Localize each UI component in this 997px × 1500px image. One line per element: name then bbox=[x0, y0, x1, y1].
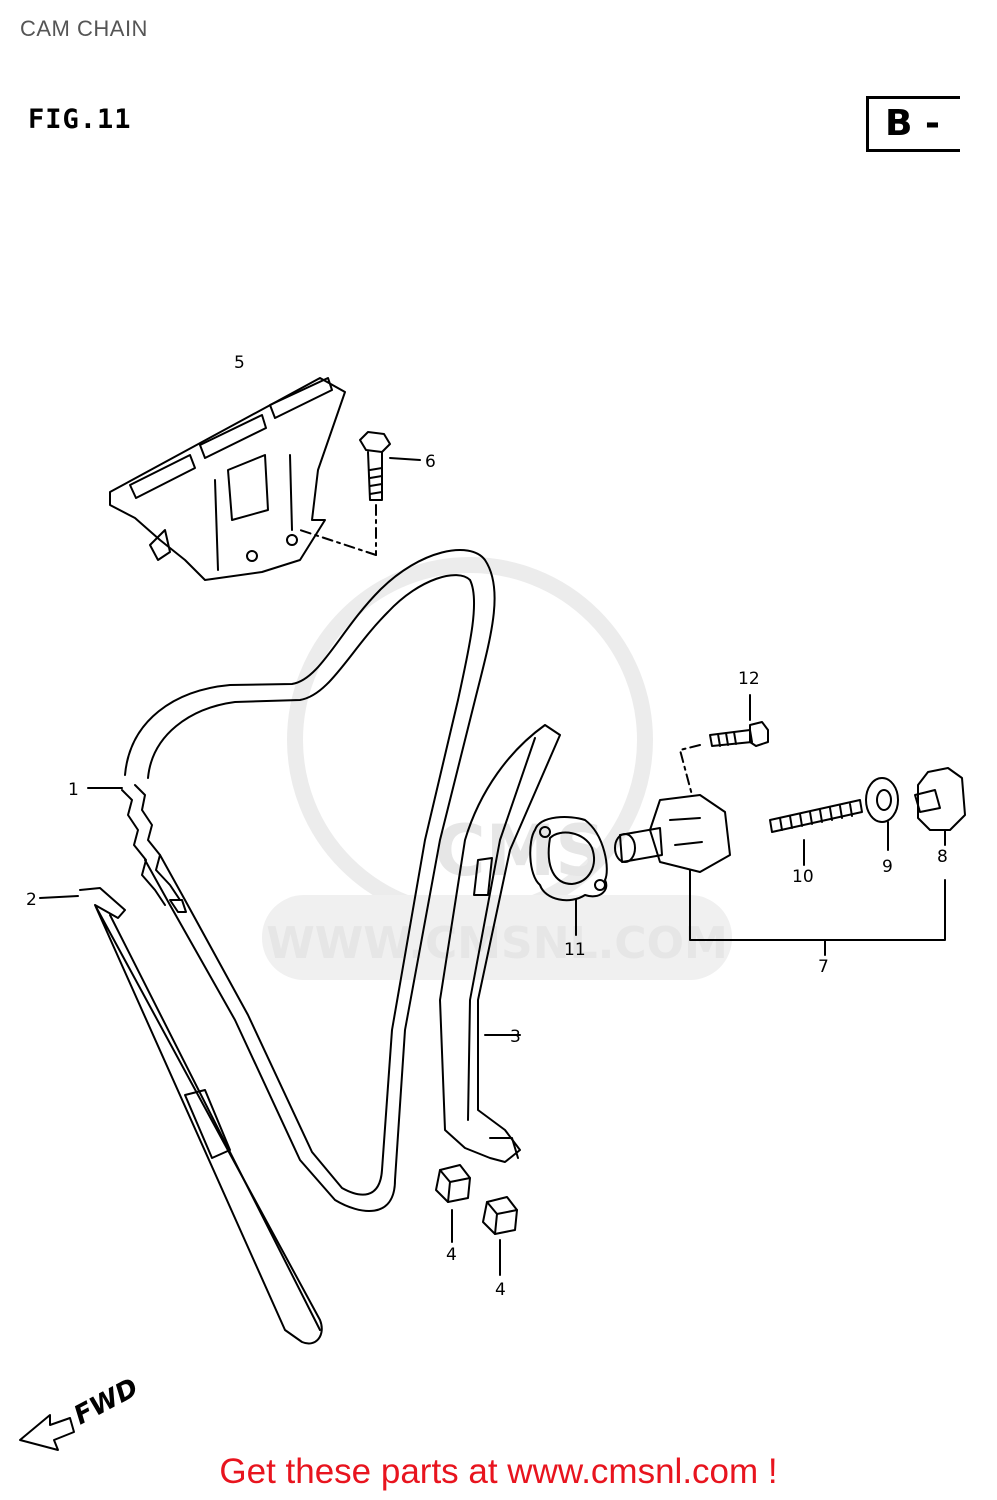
part-12-bolt bbox=[679, 694, 769, 796]
part-4-dampers bbox=[435, 1164, 518, 1276]
promo-link-text[interactable]: Get these parts at www.cmsnl.com ! bbox=[219, 1452, 778, 1491]
callout-1: 1 bbox=[68, 780, 79, 800]
part-3-tensioner-guide bbox=[439, 724, 561, 1163]
callout-3: 3 bbox=[510, 1027, 521, 1047]
watermark-url: WWW.CMSNL.COM bbox=[266, 918, 728, 969]
section-code-box: B - bbox=[866, 96, 997, 152]
fwd-label: FWD bbox=[69, 1373, 143, 1431]
page-title: CAM CHAIN bbox=[20, 16, 148, 41]
callout-11: 11 bbox=[564, 940, 586, 960]
watermark: WWW.CMSNL.COM CMS bbox=[262, 557, 732, 980]
callout-8: 8 bbox=[937, 847, 948, 867]
part-2-chain-guide-front bbox=[39, 887, 323, 1345]
callout-5: 5 bbox=[234, 353, 245, 373]
callout-2: 2 bbox=[26, 890, 37, 910]
page-edge-mask bbox=[960, 90, 997, 160]
callouts: 1 2 3 4 4 5 6 7 8 9 10 11 12 bbox=[26, 353, 948, 1300]
figure-label: FIG.11 bbox=[28, 104, 132, 135]
callout-7: 7 bbox=[818, 957, 829, 977]
part-10-spring bbox=[769, 799, 863, 866]
callout-10: 10 bbox=[792, 867, 814, 887]
part-11-gasket bbox=[529, 816, 608, 936]
part-6-bolt bbox=[299, 431, 421, 556]
callout-12: 12 bbox=[738, 669, 760, 689]
callout-4a: 4 bbox=[446, 1245, 457, 1265]
part-1-cam-chain bbox=[87, 549, 496, 1212]
part-7-tensioner-assembly bbox=[614, 794, 946, 956]
callout-4b: 4 bbox=[495, 1280, 506, 1300]
callout-9: 9 bbox=[882, 857, 893, 877]
watermark-logo: CMS bbox=[434, 810, 605, 892]
callout-6: 6 bbox=[425, 452, 436, 472]
part-9-washer bbox=[865, 777, 899, 851]
fwd-arrow-icon bbox=[19, 1414, 75, 1451]
part-5-chain-guide-upper bbox=[109, 377, 346, 581]
part-8-cap-bolt bbox=[914, 767, 966, 846]
